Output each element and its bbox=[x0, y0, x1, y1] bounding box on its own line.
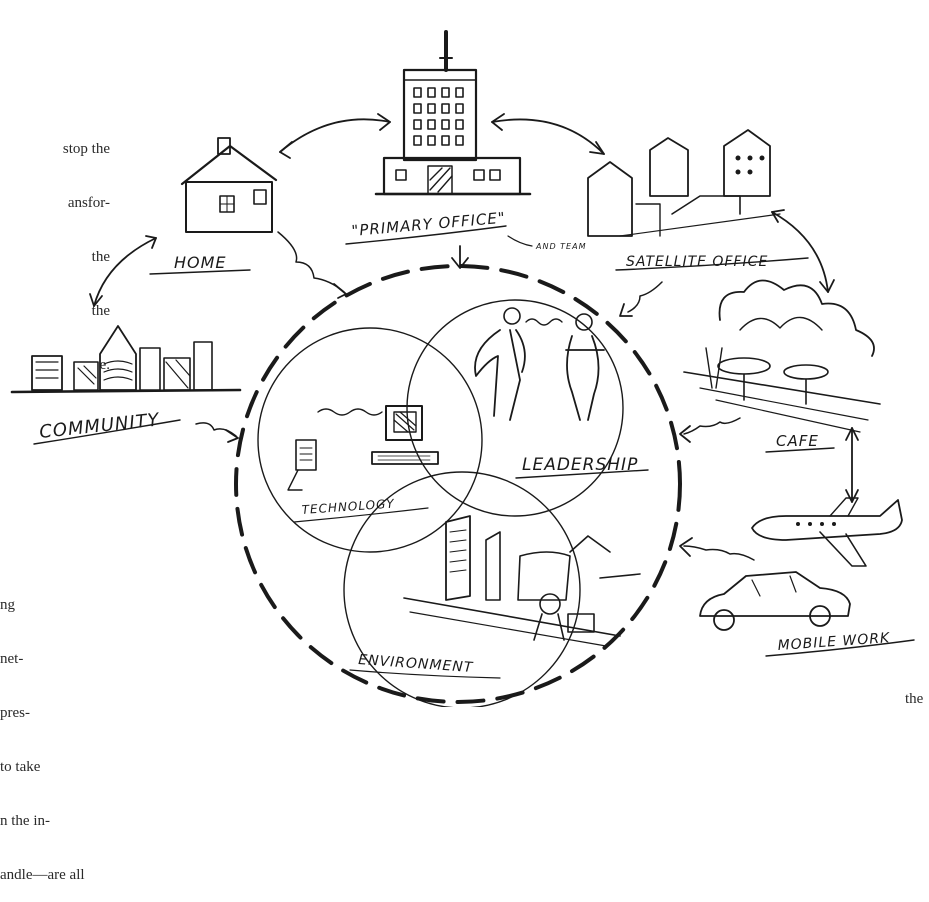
leadership-label: LEADERSHIP bbox=[522, 455, 638, 475]
mobile-work-sketch: MOBILE WORK bbox=[699, 497, 915, 657]
team-note-label: AND TEAM bbox=[535, 242, 586, 251]
text-line: n the in- bbox=[0, 813, 50, 829]
arrow-primary-satellite bbox=[491, 118, 605, 155]
home-label: HOME bbox=[174, 253, 227, 272]
arrow-home-primary bbox=[279, 118, 391, 153]
text-line: e. bbox=[99, 357, 110, 373]
text-line: ng bbox=[0, 597, 15, 613]
arrow-home-community bbox=[93, 237, 157, 307]
satellite-office-sketch: SATELLITE OFFICE bbox=[587, 129, 809, 271]
community-sketch: COMMUNITY bbox=[10, 325, 242, 445]
venn-circle-technology bbox=[257, 327, 483, 553]
environment-sketch: ENVIRONMENT bbox=[349, 515, 641, 679]
cafe-label: CAFE bbox=[776, 432, 819, 450]
squiggle-home-center bbox=[277, 231, 345, 293]
connection-arrows bbox=[89, 113, 859, 561]
central-dashed-circle bbox=[234, 264, 682, 704]
squiggle-satellite-center bbox=[627, 281, 663, 313]
page-text-fragment-top: stop the ansfor- the the e. bbox=[0, 104, 110, 392]
page-text-fragment-right: the bbox=[905, 691, 924, 707]
text-line: ansfor- bbox=[67, 195, 110, 211]
squiggle-mobile-center bbox=[683, 545, 755, 561]
squiggle-community-center bbox=[195, 422, 237, 437]
arrow-satellite-cafe bbox=[771, 211, 829, 293]
cafe-sketch: CAFE bbox=[683, 279, 881, 453]
text-line: the bbox=[91, 249, 110, 265]
text-line: andle—are all bbox=[0, 867, 85, 883]
text-line: net- bbox=[0, 651, 24, 667]
workplace-diagram: "PRIMARY OFFICE" AND TEAM HOME SATELLITE… bbox=[10, 30, 915, 707]
leadership-sketch: LEADERSHIP bbox=[474, 307, 649, 479]
venn-circle-leadership bbox=[406, 299, 624, 517]
squiggle-cafe-center bbox=[683, 417, 741, 435]
primary-office-sketch: "PRIMARY OFFICE" AND TEAM bbox=[345, 30, 586, 251]
home-sketch: HOME bbox=[149, 137, 278, 275]
technology-label: TECHNOLOGY bbox=[301, 496, 396, 517]
venn-circle-environment bbox=[343, 471, 581, 707]
text-line: stop the bbox=[59, 141, 110, 157]
satellite-office-label: SATELLITE OFFICE bbox=[626, 254, 768, 270]
text-line: to take bbox=[0, 759, 41, 775]
text-line: the bbox=[91, 303, 110, 319]
mobile-work-label: MOBILE WORK bbox=[777, 630, 891, 654]
technology-sketch: TECHNOLOGY bbox=[287, 405, 439, 523]
